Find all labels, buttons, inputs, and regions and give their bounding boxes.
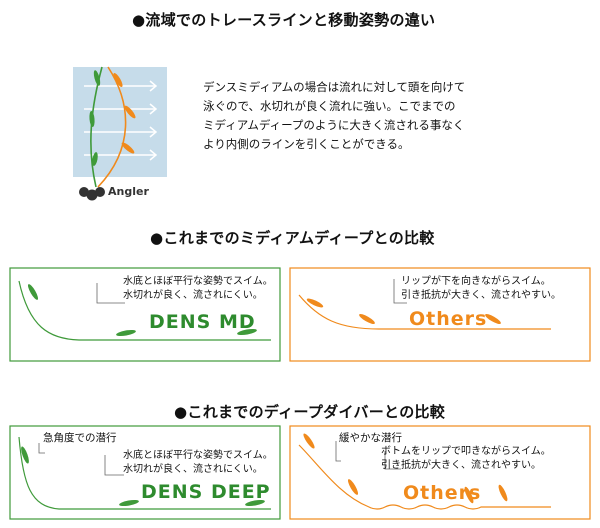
panel-border [9, 425, 281, 520]
dens-deep-brand: DENS DEEP [141, 481, 271, 503]
others-md-brand: Others [409, 308, 488, 330]
description-line: より内側のラインを引くことができる。 [203, 137, 410, 151]
others-md-comparison-panel: リップが下を向きながらスイム。 引き抵抗が大きく、流されやすい。 Others [289, 267, 591, 362]
caption-line: 水切れが良く、流されにくい。 [123, 464, 263, 475]
angler-label: Angler [108, 185, 149, 198]
description-line: 泳ぐので、水切れが良く流れに強い。こでまでの [203, 99, 456, 113]
description-line: ミディアムディープのように大きく流される事なく [203, 118, 465, 132]
md-comparison-panel: 水底とほぼ平行な姿勢でスイム。 水切れが良く、流されにくい。 DENS MD [9, 267, 281, 362]
description-line: デンスミディアムの場合は流れに対して頭を向けて [203, 80, 466, 94]
section1-title: ●流域でのトレースラインと移動姿勢の違い [132, 11, 436, 29]
others-deep-caption: ボトムをリップで叩きながらスイム。 引き抵抗が大きく、流されやすい。 [381, 445, 551, 473]
note-leader [335, 441, 341, 462]
caption-line: リップが下を向きながらスイム。 [401, 276, 551, 287]
section3-title: ●これまでのディープダイバーとの比較 [174, 403, 446, 421]
caption-leader [96, 283, 125, 304]
deep-lures [21, 446, 265, 507]
bottom-line [298, 444, 551, 510]
angler-icon [79, 187, 105, 201]
caption-line: ボトムをリップで叩きながらスイム。 [381, 446, 551, 457]
dens-md-brand: DENS MD [149, 311, 256, 333]
deep-note: 急角度での潜行 [43, 432, 117, 444]
caption-line: 引き抵抗が大きく、流されやすい。 [381, 460, 541, 471]
dens-lures [89, 70, 101, 166]
section2-title: ●これまでのミディアムディープとの比較 [150, 229, 435, 247]
others-lures [113, 72, 136, 154]
others-deep-lures [303, 433, 508, 504]
others-deep-comparison-panel: 緩やかな潜行 ボトムをリップで叩きながらスイム。 引き抵抗が大きく、流されやすい… [289, 425, 591, 520]
others-lures [306, 298, 501, 324]
deep-caption: 水底とほぼ平行な姿勢でスイム。 水切れが良く、流されにくい。 [123, 449, 273, 477]
caption-line: 引き抵抗が大きく、流されやすい。 [401, 290, 561, 301]
caption-leader [384, 451, 401, 470]
section1-description: デンスミディアムの場合は流れに対して頭を向けて 泳ぐので、水切れが良く流れに強い… [203, 78, 465, 154]
deep-comparison-panel: 急角度での潜行 水底とほぼ平行な姿勢でスイム。 水切れが良く、流されにくい。 D… [9, 425, 281, 520]
note-leader [38, 443, 45, 454]
others-deep-note: 緩やかな潜行 [339, 432, 402, 444]
panel-border [289, 425, 591, 520]
md-lures [28, 284, 257, 337]
flow-diagram: Angler [70, 64, 170, 204]
bottom-line [298, 294, 551, 330]
caption-line: 水底とほぼ平行な姿勢でスイム。 [123, 276, 273, 287]
others-deep-brand: Others [403, 482, 482, 504]
bottom-line [18, 280, 271, 341]
caption-line: 水切れが良く、流されにくい。 [123, 290, 263, 301]
caption-leader [104, 455, 124, 476]
others-md-caption: リップが下を向きながらスイム。 引き抵抗が大きく、流されやすい。 [401, 275, 561, 303]
md-caption: 水底とほぼ平行な姿勢でスイム。 水切れが良く、流されにくい。 [123, 275, 273, 303]
bottom-line [18, 436, 271, 510]
caption-line: 水底とほぼ平行な姿勢でスイム。 [123, 450, 273, 461]
caption-leader [393, 279, 407, 304]
panel-border [289, 267, 591, 362]
panel-border [9, 267, 281, 362]
